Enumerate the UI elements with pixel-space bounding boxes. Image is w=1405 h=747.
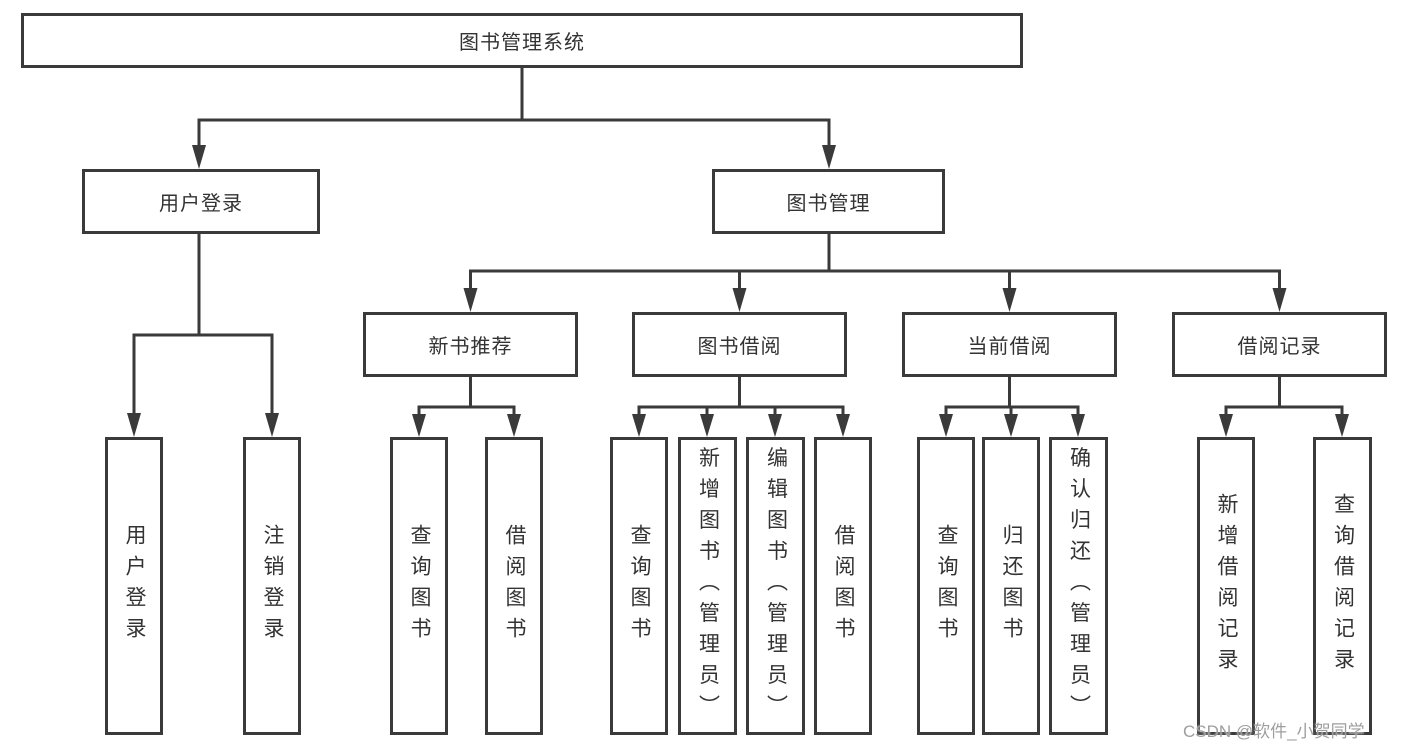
node-borrow-records: 借阅记录 <box>1172 312 1387 377</box>
leaf-edit-book-admin: 编辑图书（管理员） <box>746 437 805 735</box>
node-new-book-recommend-label: 新书推荐 <box>428 336 513 358</box>
leaf-borrow-books-borrow-label: 借阅图书 <box>832 524 855 648</box>
node-book-management: 图书管理 <box>712 169 945 234</box>
node-book-management-label: 图书管理 <box>786 193 871 215</box>
leaf-add-borrow-record: 新增借阅记录 <box>1197 437 1255 735</box>
leaf-add-borrow-record-label: 新增借阅记录 <box>1215 493 1238 679</box>
leaf-add-book-admin: 新增图书（管理员） <box>678 437 737 735</box>
leaf-user-login: 用户登录 <box>105 437 163 735</box>
node-library-system: 图书管理系统 <box>21 13 1023 68</box>
leaf-query-borrow-record-label: 查询借阅记录 <box>1331 493 1355 679</box>
connector-user-login-children <box>127 233 279 437</box>
leaf-query-books-current: 查询图书 <box>917 437 975 735</box>
leaf-confirm-return-admin: 确认归还（管理员） <box>1049 437 1108 735</box>
leaf-borrow-books-recommend: 借阅图书 <box>485 437 543 735</box>
node-user-login-label: 用户登录 <box>159 193 243 215</box>
leaf-query-books-borrow: 查询图书 <box>610 437 668 735</box>
node-book-borrow: 图书借阅 <box>632 312 847 377</box>
leaf-borrow-books-recommend-label: 借阅图书 <box>503 524 526 648</box>
connector-root-to-level2 <box>192 66 836 169</box>
connector-current-borrow-children <box>939 376 1085 437</box>
connector-new-book-recommend-children <box>412 376 521 437</box>
node-book-borrow-label: 图书借阅 <box>697 336 782 358</box>
node-current-borrow: 当前借阅 <box>902 312 1117 377</box>
connector-borrow-records-children <box>1219 376 1349 437</box>
leaf-return-book: 归还图书 <box>982 437 1040 735</box>
node-new-book-recommend: 新书推荐 <box>363 312 578 377</box>
connector-book-management-to-level3 <box>463 233 1287 312</box>
leaf-confirm-return-admin-label: 确认归还（管理员） <box>1067 446 1091 726</box>
leaf-logout: 注销登录 <box>243 437 301 735</box>
leaf-query-books-recommend: 查询图书 <box>390 437 448 735</box>
leaf-user-login-label: 用户登录 <box>123 524 146 648</box>
csdn-watermark: CSDN @软件_小贺同学 <box>1183 722 1365 741</box>
node-library-system-label: 图书管理系统 <box>459 32 585 54</box>
leaf-logout-label: 注销登录 <box>261 524 284 648</box>
leaf-query-books-borrow-label: 查询图书 <box>628 524 651 648</box>
leaf-query-books-current-label: 查询图书 <box>935 524 958 648</box>
connector-book-borrow-children <box>632 376 850 437</box>
leaf-return-book-label: 归还图书 <box>1000 524 1023 648</box>
node-current-borrow-label: 当前借阅 <box>967 336 1052 358</box>
leaf-query-borrow-record: 查询借阅记录 <box>1313 437 1372 735</box>
leaf-borrow-books-borrow: 借阅图书 <box>814 437 872 735</box>
leaf-add-book-admin-label: 新增图书（管理员） <box>696 446 720 726</box>
node-user-login: 用户登录 <box>82 169 320 234</box>
leaf-edit-book-admin-label: 编辑图书（管理员） <box>764 446 788 726</box>
leaf-query-books-recommend-label: 查询图书 <box>408 524 431 648</box>
node-borrow-records-label: 借阅记录 <box>1237 336 1322 358</box>
